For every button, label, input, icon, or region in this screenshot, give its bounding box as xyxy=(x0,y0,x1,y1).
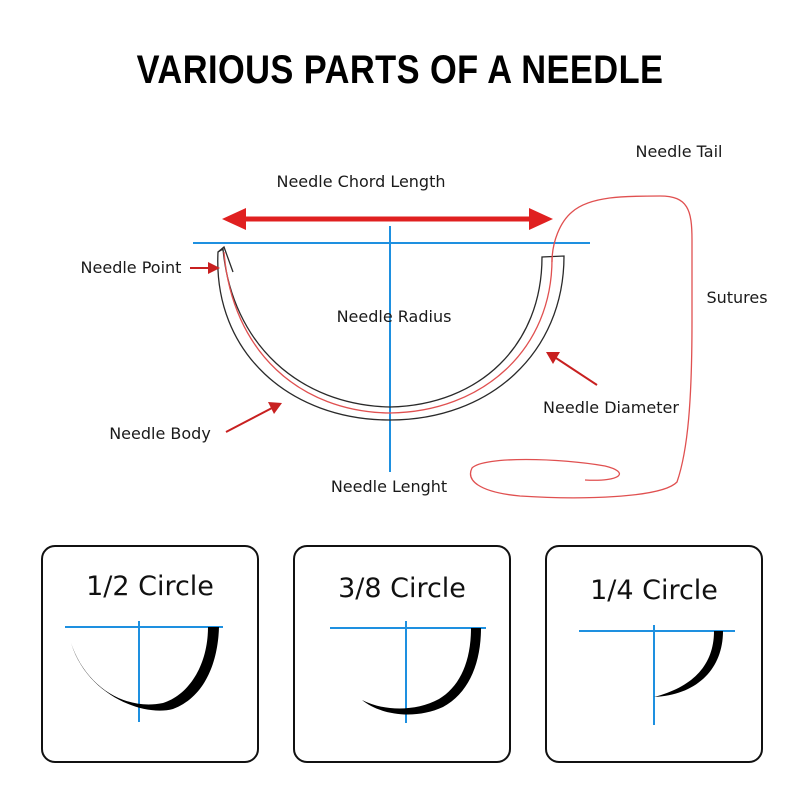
chord-length-label: Needle Chord Length xyxy=(276,172,445,191)
needle-body-outline xyxy=(217,247,565,421)
needle-diameter-label: Needle Diameter xyxy=(543,398,679,417)
sutures-label: Sutures xyxy=(706,288,767,307)
suture-thread xyxy=(470,195,693,499)
page-title: VARIOUS PARTS OF A NEEDLE xyxy=(136,48,664,92)
quarter-circle-needle-icon xyxy=(579,625,735,725)
half-circle-needle-icon xyxy=(65,621,223,722)
three-eighths-circle-card: 3/8 Circle xyxy=(293,545,511,763)
needle-point-arrow xyxy=(190,262,220,274)
needle-tail-label: Needle Tail xyxy=(635,142,722,161)
needle-radius-label: Needle Radius xyxy=(337,307,452,326)
half-circle-card: 1/2 Circle xyxy=(41,545,259,763)
needle-diameter-arrow xyxy=(546,352,598,386)
chord-length-arrow xyxy=(222,208,553,230)
needle-tip xyxy=(217,245,234,273)
card-label: 1/2 Circle xyxy=(86,571,214,602)
needle-diagram: Needle Chord Length Needle Tail Needle P… xyxy=(81,142,768,499)
needle-length-label: Needle Lenght xyxy=(331,477,447,496)
needle-core-line xyxy=(223,251,553,414)
needle-point-label: Needle Point xyxy=(81,258,182,277)
needle-body-label: Needle Body xyxy=(109,424,211,443)
card-label: 1/4 Circle xyxy=(590,575,718,606)
three-eighths-circle-needle-icon xyxy=(330,621,486,723)
needle-body-arrow xyxy=(225,402,282,433)
quarter-circle-card: 1/4 Circle xyxy=(545,545,763,763)
card-label: 3/8 Circle xyxy=(338,573,466,604)
